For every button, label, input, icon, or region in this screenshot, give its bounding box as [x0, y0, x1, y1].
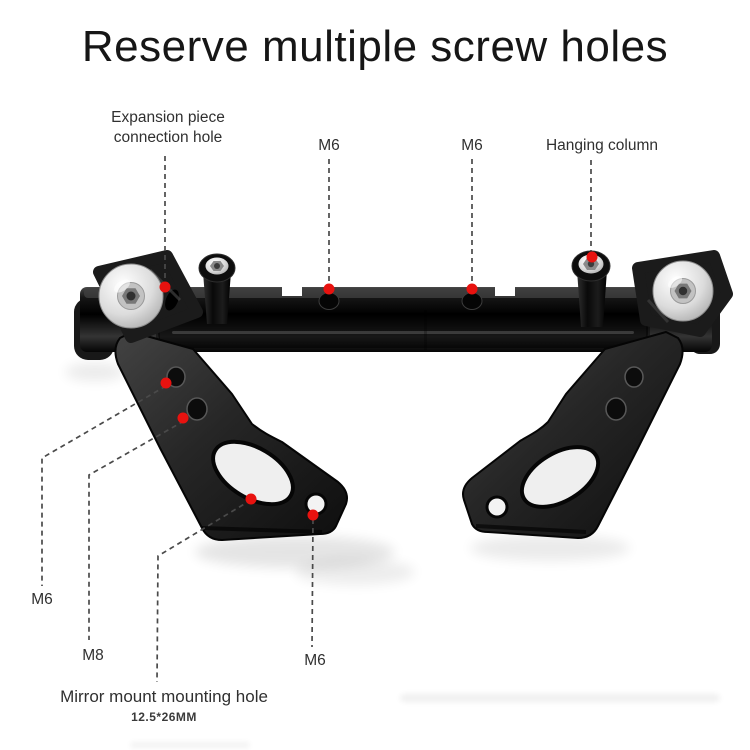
mirror-mount-slot: [211, 439, 295, 507]
marker-m6-bottom: [307, 509, 319, 521]
callout-m6-bottom: M6: [304, 652, 326, 669]
marker-m8: [177, 412, 189, 424]
leader-mirror-mount: [156, 499, 252, 683]
callout-m6-top-right: M6: [461, 137, 483, 154]
shadow: [65, 363, 720, 748]
hanging-column-left: [198, 253, 236, 324]
callout-hanging-column: Hanging column: [545, 137, 659, 154]
m8-hole: [186, 397, 208, 421]
mirror-mount-label: Mirror mount mounting hole: [60, 687, 268, 706]
marker-hanging-column: [586, 251, 598, 263]
m6-hole-arm-left: [166, 366, 186, 388]
callout-m8: M8: [82, 647, 104, 664]
leader-m6-bottom: [311, 518, 314, 648]
hanging-column-right: [571, 250, 611, 327]
leader-m8: [88, 420, 185, 640]
page-title: Reserve multiple screw holes: [81, 22, 669, 71]
clamp-right: [632, 250, 733, 337]
marker-expansion-hole: [159, 281, 171, 293]
clamp-left: [93, 250, 203, 343]
bar-notch: [282, 283, 302, 296]
marker-m6-top-right: [466, 283, 478, 295]
marker-m6-top-left: [323, 283, 335, 295]
m6-hole-right: [461, 292, 483, 310]
leader-m6-side: [41, 385, 167, 586]
m6-hole-left: [318, 292, 340, 310]
mirror-mount-size: 12.5*26MM: [131, 710, 197, 725]
callout-mirror-mount: Mirror mount mounting hole 12.5*26MM: [60, 686, 268, 726]
callout-expansion-hole: Expansion piece connection hole: [111, 109, 225, 147]
callout-m6-top-left: M6: [318, 137, 340, 154]
marker-m6-side: [160, 377, 172, 389]
callout-m6-side: M6: [31, 591, 53, 608]
marker-mirror-mount: [245, 493, 257, 505]
hole-markers: [159, 251, 598, 521]
leader-lines: [41, 156, 592, 683]
right-mount-arm: [462, 331, 684, 539]
bar-notch: [495, 283, 515, 296]
left-mount-arm: [114, 331, 348, 541]
